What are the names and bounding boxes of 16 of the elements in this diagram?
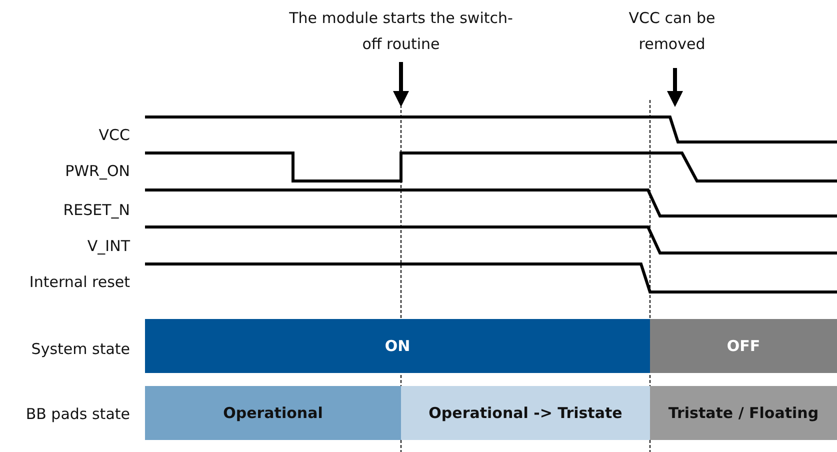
state-bar: Operational	[145, 386, 401, 440]
state-bar: OFF	[650, 319, 837, 373]
leader-arrow	[667, 68, 683, 107]
row-label: BB pads state	[26, 405, 130, 423]
callout-text: The module starts the switch-off routine	[281, 5, 521, 57]
row-label: System state	[31, 340, 130, 358]
state-bar: ON	[145, 319, 650, 373]
leader-arrow	[393, 62, 409, 107]
state-bar: Tristate / Floating	[650, 386, 837, 440]
signal-name: Internal reset	[29, 273, 130, 291]
callout-text: VCC can be removed	[602, 5, 742, 57]
signal-name: V_INT	[87, 237, 130, 255]
signal-name: PWR_ON	[65, 162, 130, 180]
state-bar: Operational -> Tristate	[401, 386, 650, 440]
signal-name: RESET_N	[63, 201, 130, 219]
signal-name: VCC	[98, 126, 130, 144]
